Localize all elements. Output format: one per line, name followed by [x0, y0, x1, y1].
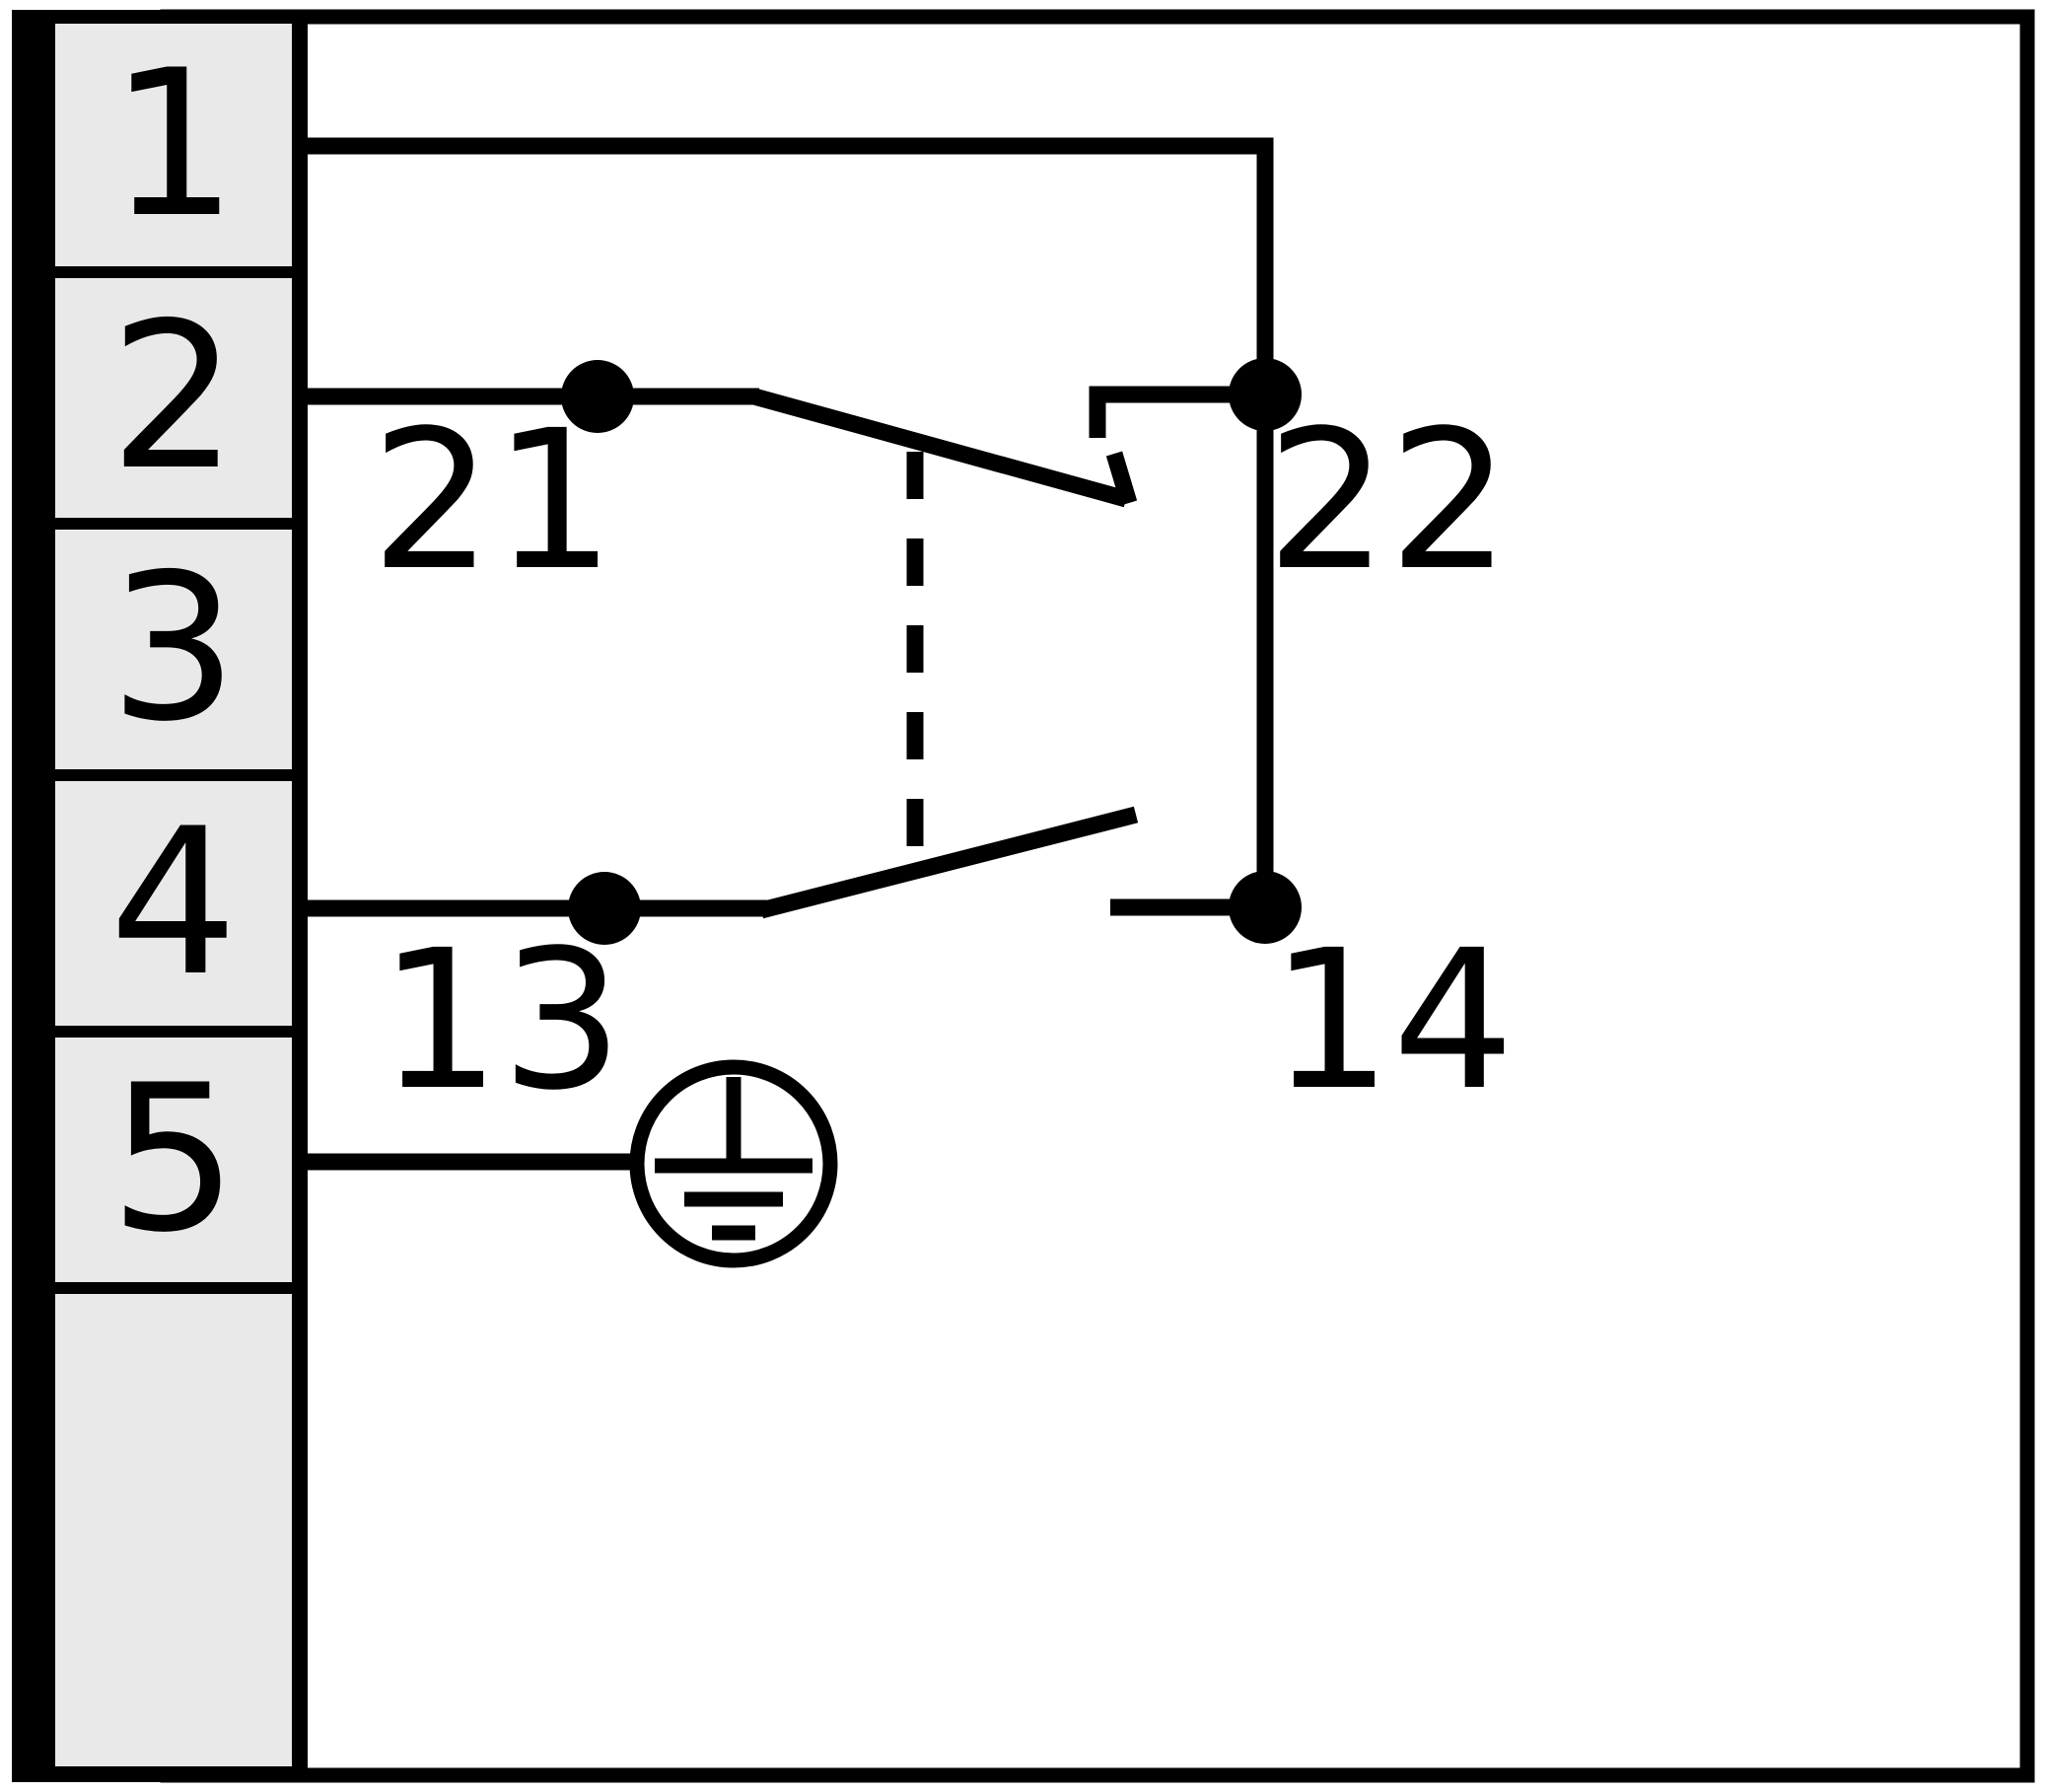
contact-label-13: 13 — [379, 908, 623, 1132]
terminal-block-filler — [55, 1294, 292, 1766]
terminal-pin-1: 1 — [55, 24, 292, 278]
junction-dot-22 — [1229, 358, 1302, 431]
terminal-pin-4: 4 — [55, 781, 292, 1038]
contact-label-22: 22 — [1266, 389, 1511, 612]
nc-contact-blade-tip — [1105, 451, 1138, 506]
junction-dot-21 — [561, 360, 634, 433]
pin-3-label: 3 — [108, 532, 239, 766]
diagram-border — [160, 9, 2035, 1783]
pin-4-label: 4 — [108, 785, 239, 1021]
pin-5-label: 5 — [108, 1041, 239, 1277]
no-contact-blade — [758, 806, 1139, 919]
protective-earth-ground-icon — [629, 1059, 838, 1268]
terminal-block: 1 2 3 4 5 — [12, 10, 308, 1782]
wire-pin1-to-rail — [306, 137, 1274, 394]
junction-dot-13 — [568, 872, 641, 945]
terminal-pin-2: 2 — [55, 278, 292, 530]
nc-contact-blade — [751, 388, 1129, 508]
contact-label-21: 21 — [371, 389, 615, 612]
contact-label-14: 14 — [1270, 908, 1515, 1132]
terminal-pin-3: 3 — [55, 530, 292, 781]
nc-fixed-contact — [1089, 386, 1265, 438]
junction-dot-14 — [1229, 871, 1302, 944]
pin-1-label: 1 — [108, 27, 239, 262]
pin-2-label: 2 — [108, 280, 239, 515]
terminal-pin-5: 5 — [55, 1038, 292, 1294]
